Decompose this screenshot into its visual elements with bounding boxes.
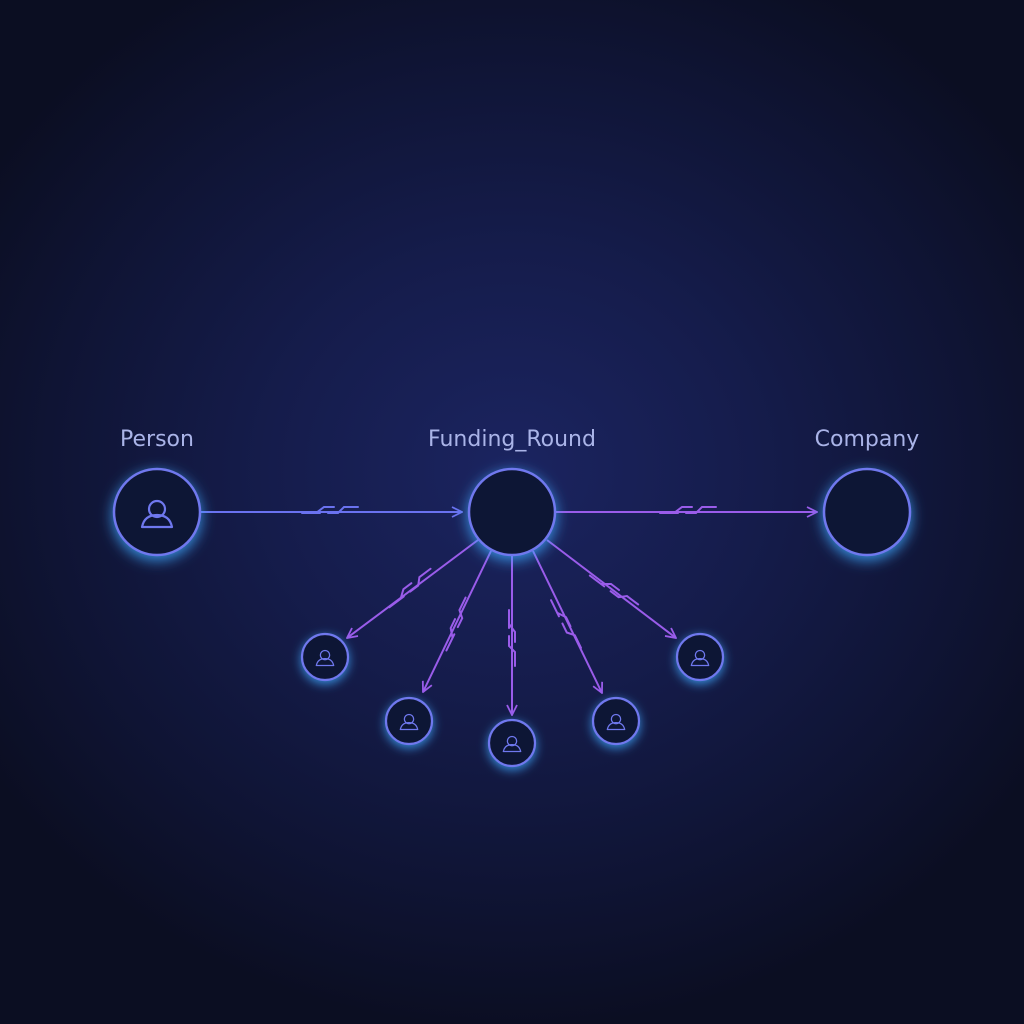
investor-node-circle[interactable] [487, 718, 537, 768]
investor-node-3[interactable] [487, 718, 537, 768]
investor-node-circle[interactable] [384, 696, 434, 746]
investor-node-1[interactable] [300, 632, 350, 682]
node-company[interactable]: Company [815, 427, 920, 557]
node-funding-round[interactable]: Funding_Round [428, 427, 596, 557]
investor-node-2[interactable] [384, 696, 434, 746]
investor-node-circle[interactable] [300, 632, 350, 682]
investor-node-4[interactable] [591, 696, 641, 746]
person-node-circle[interactable] [112, 467, 202, 557]
investor-nodes [300, 632, 725, 768]
link-icon [384, 567, 436, 609]
node-person[interactable]: Person [112, 427, 202, 557]
edge-funding-round-investor-2 [423, 550, 492, 692]
edge-funding-round-investor-5 [546, 539, 676, 638]
person-label: Person [120, 427, 194, 452]
investor-node-5[interactable] [675, 632, 725, 682]
investor-node-circle[interactable] [591, 696, 641, 746]
company-node-circle[interactable] [822, 467, 912, 557]
funding-round-node-circle[interactable] [467, 467, 557, 557]
investor-node-circle[interactable] [675, 632, 725, 682]
company-label: Company [815, 427, 920, 452]
funding-round-label: Funding_Round [428, 427, 596, 452]
